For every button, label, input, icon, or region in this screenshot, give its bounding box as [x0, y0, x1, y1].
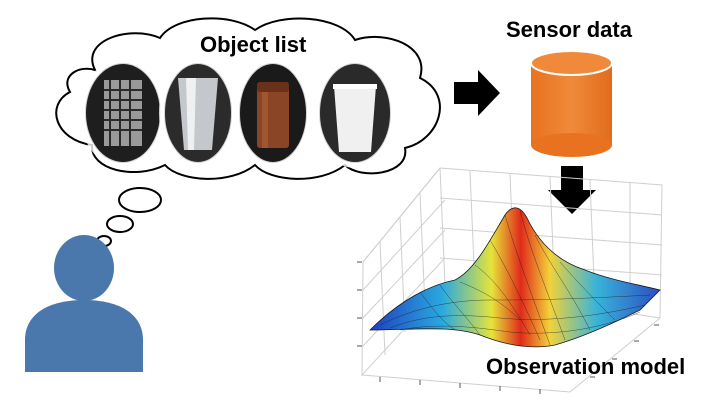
surface-mesh — [369, 207, 661, 348]
arrow-down-icon — [548, 166, 596, 214]
surface-plot — [357, 167, 663, 394]
sensor-data-label: Sensor data — [506, 17, 632, 42]
plot-ticks — [357, 261, 659, 394]
object-image-metal-tumbler — [159, 58, 237, 168]
thought-bubble-large — [118, 187, 162, 213]
object-list-label: Object list — [200, 32, 307, 57]
database-cylinder-icon — [530, 50, 613, 157]
object-image-patterned-cup — [80, 58, 166, 168]
person-icon — [25, 235, 143, 372]
thought-bubble-medium — [106, 215, 134, 233]
object-image-paper-cup — [314, 58, 396, 168]
arrow-right-icon — [454, 70, 500, 116]
object-image-wooden-cup — [234, 58, 312, 168]
object-images — [80, 58, 396, 168]
observation-model-label: Observation model — [486, 354, 686, 379]
